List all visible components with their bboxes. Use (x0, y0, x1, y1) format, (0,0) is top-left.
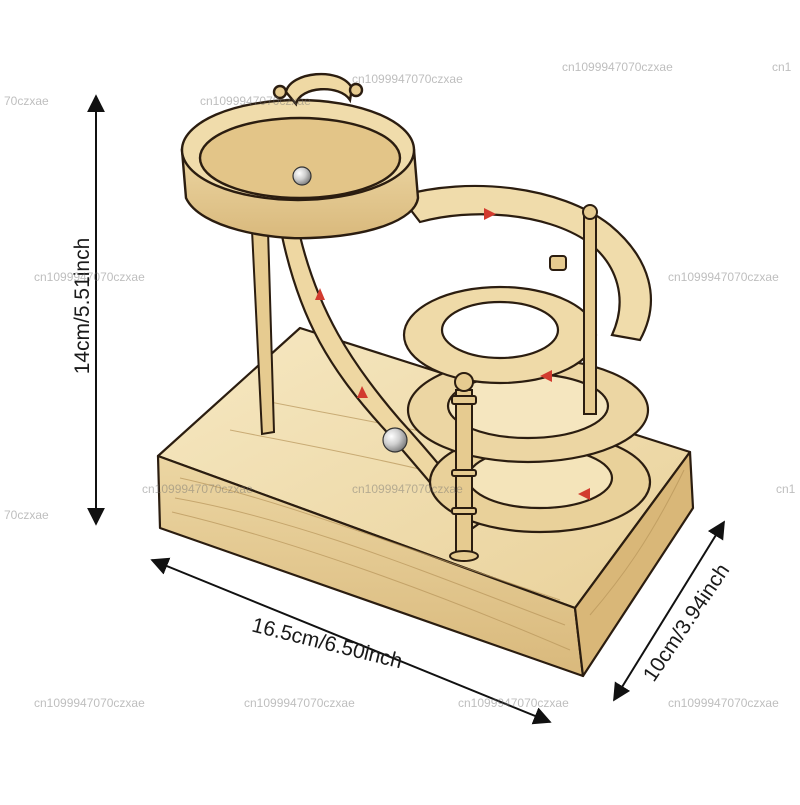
direction-arrow-bottom (578, 488, 590, 500)
marble-ball-on-ramp (382, 427, 408, 453)
direction-arrows (315, 208, 590, 500)
top-bowl (180, 72, 420, 240)
rear-pillar (549, 204, 598, 415)
spiral-track (398, 184, 652, 534)
depth-dimension-arrow (613, 520, 725, 702)
direction-arrow-feeder (484, 208, 496, 220)
height-dimension-label: 14cm/5.51inch (71, 237, 94, 375)
bowl-inner (198, 116, 402, 200)
bowl-handle (284, 72, 354, 107)
direction-arrow-spiral (540, 370, 552, 382)
direction-arrow-ramp-upper (315, 288, 325, 300)
spiral-pillars (449, 204, 598, 562)
direction-arrow-ramp-lower (357, 386, 368, 398)
marbles (292, 166, 408, 453)
marble-ball-in-bowl (292, 166, 312, 186)
dimension-arrows (87, 94, 725, 725)
width-dimension-arrow (150, 557, 552, 725)
